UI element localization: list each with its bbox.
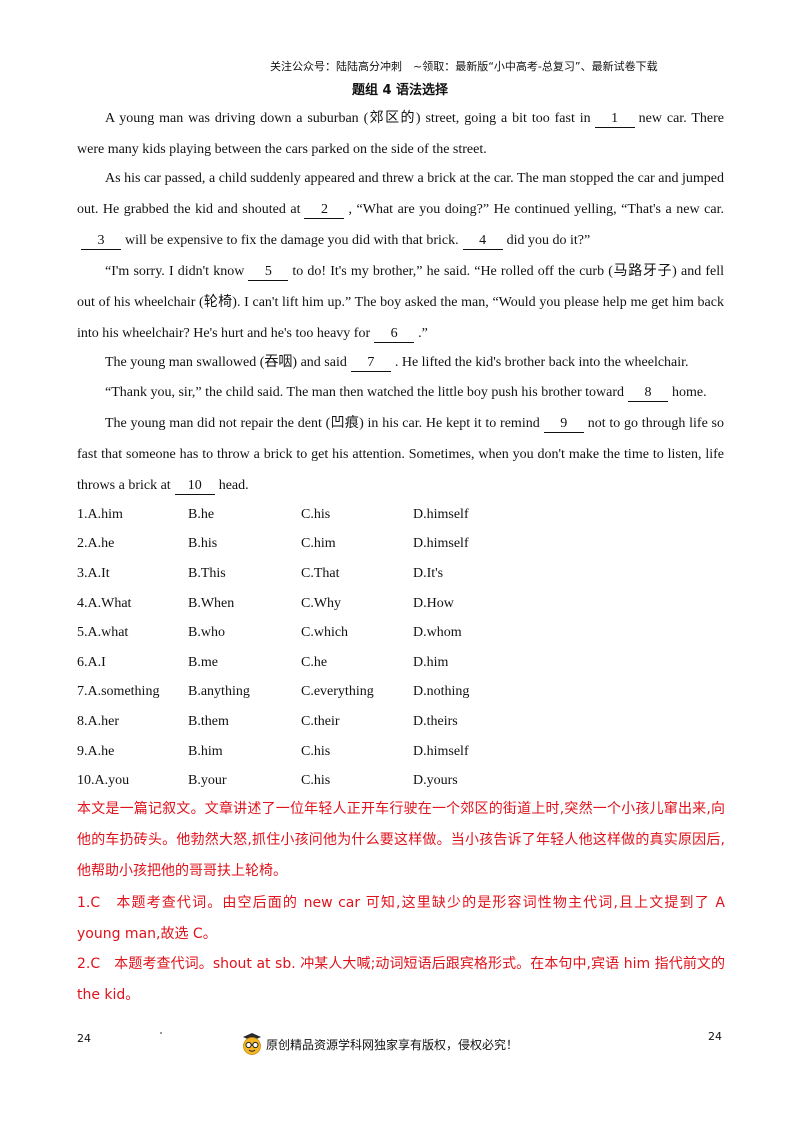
explanation-answer-1: 1.C 本题考查代词。由空后面的 new car 可知,这里缺少的是形容词性物主… bbox=[77, 895, 725, 942]
text: The young man did not repair the dent (凹… bbox=[105, 416, 540, 431]
option-a: 1.A.him bbox=[77, 506, 123, 522]
option-c: C.he bbox=[301, 654, 328, 670]
option-c: C.everything bbox=[301, 684, 374, 700]
option-a: 5.A.what bbox=[77, 625, 129, 641]
passage-paragraph-2: As his car passed, a child suddenly appe… bbox=[77, 163, 724, 256]
option-b: B.them bbox=[188, 713, 229, 729]
blank-6: 6 bbox=[374, 326, 415, 343]
option-c: C.his bbox=[301, 773, 331, 789]
text: As his car passed, a child suddenly appe… bbox=[77, 171, 724, 217]
option-d: D.yours bbox=[413, 773, 458, 789]
page-title: 题组 4 语法选择 bbox=[351, 83, 449, 98]
blank-2: 2 bbox=[304, 202, 345, 219]
option-row: 3.A.It B.This C.That D.It's bbox=[77, 559, 727, 589]
option-row: 8.A.her B.them C.their D.theirs bbox=[77, 707, 727, 737]
text: new car. There were many kids playing be… bbox=[77, 111, 724, 157]
option-d: D.himself bbox=[413, 743, 469, 759]
option-d: D.theirs bbox=[413, 713, 458, 729]
option-c: C.their bbox=[301, 713, 340, 729]
option-b: B.me bbox=[188, 654, 218, 670]
option-d: D.whom bbox=[413, 625, 462, 641]
explanation-summary: 本文是一篇记叙文。文章讲述了一位年轻人正开车行驶在一个郊区的街道上时,突然一个小… bbox=[77, 801, 725, 879]
text: not to go through life so fast that some… bbox=[77, 416, 724, 493]
option-row: 4.A.What B.When C.Why D.How bbox=[77, 589, 727, 619]
option-c: C.Why bbox=[301, 595, 342, 611]
option-d: D.It's bbox=[413, 565, 444, 581]
option-a: 8.A.her bbox=[77, 713, 119, 729]
option-row: 1.A.him B.he C.his D.himself bbox=[77, 500, 727, 530]
text: “I'm sorry. I didn't know bbox=[105, 264, 245, 279]
option-c: C.his bbox=[301, 506, 331, 522]
text: to do! It's my brother,” he said. “He ro… bbox=[77, 264, 724, 341]
option-a: 2.A.he bbox=[77, 536, 115, 552]
blank-1: 1 bbox=[594, 111, 635, 128]
option-a: 7.A.something bbox=[77, 684, 160, 700]
text: A young man was driving down a suburban … bbox=[105, 111, 591, 126]
passage-paragraph-5: “Thank you, sir,” the child said. The ma… bbox=[77, 377, 724, 408]
option-a: 9.A.he bbox=[77, 743, 115, 759]
passage-paragraph-6: The young man did not repair the dent (凹… bbox=[77, 408, 724, 501]
option-a: 6.A.I bbox=[77, 654, 106, 670]
option-row: 7.A.something B.anything C.everything D.not… bbox=[77, 678, 727, 708]
passage-paragraph-1: A young man was driving down a suburban … bbox=[77, 103, 724, 165]
page-number-right: 24 bbox=[708, 1030, 722, 1043]
option-b: B.his bbox=[188, 536, 218, 552]
copyright-text: 原创精品资源学科网独家享有版权，侵权必究！ bbox=[266, 1037, 519, 1052]
blank-9: 9 bbox=[543, 416, 584, 433]
text: . He lifted the kid's brother back into … bbox=[394, 355, 689, 370]
option-row: 5.A.what B.who C.which D.whom bbox=[77, 618, 727, 648]
option-b: B.he bbox=[188, 506, 215, 522]
option-c: C.That bbox=[301, 565, 340, 581]
option-b: B.anything bbox=[188, 684, 250, 700]
option-d: D.him bbox=[413, 654, 449, 670]
option-c: C.which bbox=[301, 625, 349, 641]
option-b: B.This bbox=[188, 565, 226, 581]
option-b: B.him bbox=[188, 743, 223, 759]
page-number-left: 24 bbox=[77, 1032, 91, 1045]
option-b: B.your bbox=[188, 773, 227, 789]
option-a: 10.A.you bbox=[77, 773, 130, 789]
mascot-icon bbox=[243, 1033, 261, 1055]
text: , “What are you doing?” He continued yel… bbox=[348, 202, 724, 217]
text: .” bbox=[418, 326, 428, 341]
option-row: 6.A.I B.me C.he D.him bbox=[77, 648, 727, 678]
text: “Thank you, sir,” the child said. The ma… bbox=[105, 385, 624, 400]
divider-dot bbox=[160, 1032, 162, 1034]
option-c: C.his bbox=[301, 743, 331, 759]
option-d: D.How bbox=[413, 595, 454, 611]
blank-4: 4 bbox=[462, 233, 503, 250]
option-c: C.him bbox=[301, 536, 336, 552]
text: will be expensive to fix the damage you … bbox=[125, 233, 459, 248]
option-b: B.When bbox=[188, 595, 235, 611]
option-row: 2.A.he B.his C.him D.himself bbox=[77, 530, 727, 560]
option-b: B.who bbox=[188, 625, 225, 641]
blank-10: 10 bbox=[174, 478, 215, 495]
option-row: 10.A.you B.your C.his D.yours bbox=[77, 766, 727, 796]
text: The young man swallowed (吞咽) and said bbox=[105, 355, 347, 370]
text: home. bbox=[672, 385, 707, 400]
blank-5: 5 bbox=[248, 264, 289, 281]
blank-3: 3 bbox=[81, 233, 121, 250]
option-d: D.himself bbox=[413, 506, 469, 522]
blank-7: 7 bbox=[350, 355, 391, 372]
option-row: 9.A.he B.him C.his D.himself bbox=[77, 737, 727, 767]
blank-8: 8 bbox=[628, 385, 668, 402]
option-a: 4.A.What bbox=[77, 595, 132, 611]
option-d: D.nothing bbox=[413, 684, 470, 700]
option-d: D.himself bbox=[413, 536, 469, 552]
copyright-notice: 原创精品资源学科网独家享有版权，侵权必究！ bbox=[240, 1032, 518, 1056]
text: head. bbox=[218, 478, 249, 493]
promo-banner: 关注公众号：陆陆高分冲刺 ~领取：最新版“小中高考-总复习”、最新试卷下载 bbox=[270, 60, 658, 73]
text: did you do it?” bbox=[506, 233, 591, 248]
explanation-answer-2: 2.C 本题考查代词。shout at sb. 冲某人大喊;动词短语后跟宾格形式… bbox=[77, 956, 725, 1003]
option-a: 3.A.It bbox=[77, 565, 110, 581]
